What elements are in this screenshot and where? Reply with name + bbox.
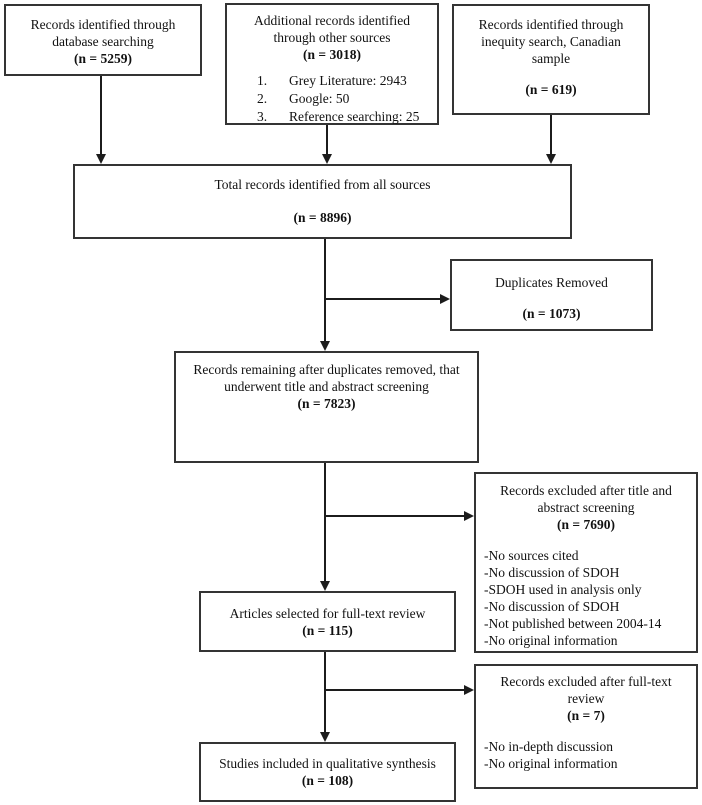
n-value: (n = 108) — [301, 773, 354, 788]
list-text: Google: 50 — [289, 91, 350, 106]
list-number: 3. — [257, 109, 268, 124]
text-line: Duplicates Removed — [495, 275, 608, 290]
arrowhead-down-icon — [96, 154, 106, 164]
arrowhead-down-icon — [320, 732, 330, 742]
box-title-abstract-excluded: Records excluded after title and abstrac… — [474, 472, 698, 653]
arrow-review-to-synthesis — [324, 652, 326, 733]
text-line: abstract screening — [537, 500, 635, 515]
text-line: Articles selected for full-text review — [229, 605, 426, 621]
arrowhead-down-icon — [320, 581, 330, 591]
n-value: (n = 1073) — [522, 306, 581, 321]
list-item: 1. Grey Literature: 2943 — [257, 72, 437, 90]
arrow-after-duplicates-to-review — [324, 463, 326, 582]
n-value: (n = 5259) — [74, 51, 132, 66]
arrow-inequity-to-total — [550, 115, 552, 155]
text-line: inequity search, Canadian — [481, 34, 621, 49]
n-value: (n = 7690) — [557, 517, 615, 532]
box-duplicates-removed: Duplicates Removed (n = 1073) — [450, 259, 653, 331]
arrow-branch-to-title-abstract-excluded — [325, 515, 464, 517]
exclusion-reasons: -No sources cited -No discussion of SDOH… — [476, 547, 696, 649]
reason-line: -No discussion of SDOH — [484, 599, 620, 614]
n-value: (n = 7) — [567, 708, 605, 723]
text-line: underwent title and abstract screening — [224, 379, 429, 394]
list-item: 2. Google: 50 — [257, 90, 437, 108]
reason-line: -No sources cited — [484, 548, 579, 563]
box-after-duplicates: Records remaining after duplicates remov… — [174, 351, 479, 463]
arrow-database-to-total — [100, 76, 102, 155]
text-line: Records excluded after full-text — [500, 674, 672, 689]
arrow-other-sources-to-total — [326, 125, 328, 155]
box-total-records: Total records identified from all source… — [73, 164, 572, 239]
n-value: (n = 8896) — [293, 210, 352, 225]
n-value: (n = 7823) — [297, 396, 356, 411]
n-value: (n = 619) — [525, 82, 577, 97]
arrowhead-down-icon — [322, 154, 332, 164]
reason-line: -Not published between 2004-14 — [484, 616, 662, 631]
exclusion-reasons: -No in-depth discussion -No original inf… — [476, 738, 696, 772]
text-line: Total records identified from all source… — [214, 177, 431, 192]
arrowhead-down-icon — [546, 154, 556, 164]
text-line: database searching — [52, 34, 154, 49]
arrowhead-right-icon — [464, 685, 474, 695]
text-line: Additional records identified — [254, 13, 410, 28]
n-value: (n = 3018) — [303, 47, 361, 62]
text-line: Records excluded after title and — [500, 483, 672, 498]
list-number: 1. — [257, 73, 268, 88]
reason-line: -SDOH used in analysis only — [484, 582, 642, 597]
list-text: Grey Literature: 2943 — [289, 73, 407, 88]
reason-line: -No original information — [484, 633, 618, 648]
text-line: Records remaining after duplicates remov… — [193, 362, 460, 377]
box-full-text-excluded: Records excluded after full-text review … — [474, 664, 698, 789]
list-text: Reference searching: 25 — [289, 109, 420, 124]
box-other-sources: Additional records identified through ot… — [225, 3, 439, 125]
text-line: review — [567, 691, 605, 706]
reason-line: -No discussion of SDOH — [484, 565, 620, 580]
n-value: (n = 115) — [302, 622, 353, 638]
arrow-branch-to-duplicates — [325, 298, 440, 300]
arrowhead-down-icon — [320, 341, 330, 351]
arrow-total-to-after-duplicates — [324, 239, 326, 342]
text-line: sample — [531, 51, 571, 66]
box-full-text-review: Articles selected for full-text review (… — [199, 591, 456, 652]
text-line: Records identified through — [478, 17, 624, 32]
source-list: 1. Grey Literature: 2943 2. Google: 50 3… — [227, 72, 437, 126]
text-line: Records identified through — [30, 17, 176, 32]
arrowhead-right-icon — [464, 511, 474, 521]
reason-line: -No original information — [484, 756, 618, 771]
arrowhead-right-icon — [440, 294, 450, 304]
box-database-search: Records identified through database sear… — [4, 4, 202, 76]
text-line: Studies included in qualitative synthesi… — [219, 756, 436, 771]
box-inequity-search: Records identified through inequity sear… — [452, 4, 650, 115]
box-qualitative-synthesis: Studies included in qualitative synthesi… — [199, 742, 456, 802]
list-item: 3. Reference searching: 25 — [257, 108, 437, 126]
arrow-branch-to-full-text-excluded — [325, 689, 464, 691]
list-number: 2. — [257, 91, 268, 106]
text-line: through other sources — [273, 30, 391, 45]
reason-line: -No in-depth discussion — [484, 739, 613, 754]
